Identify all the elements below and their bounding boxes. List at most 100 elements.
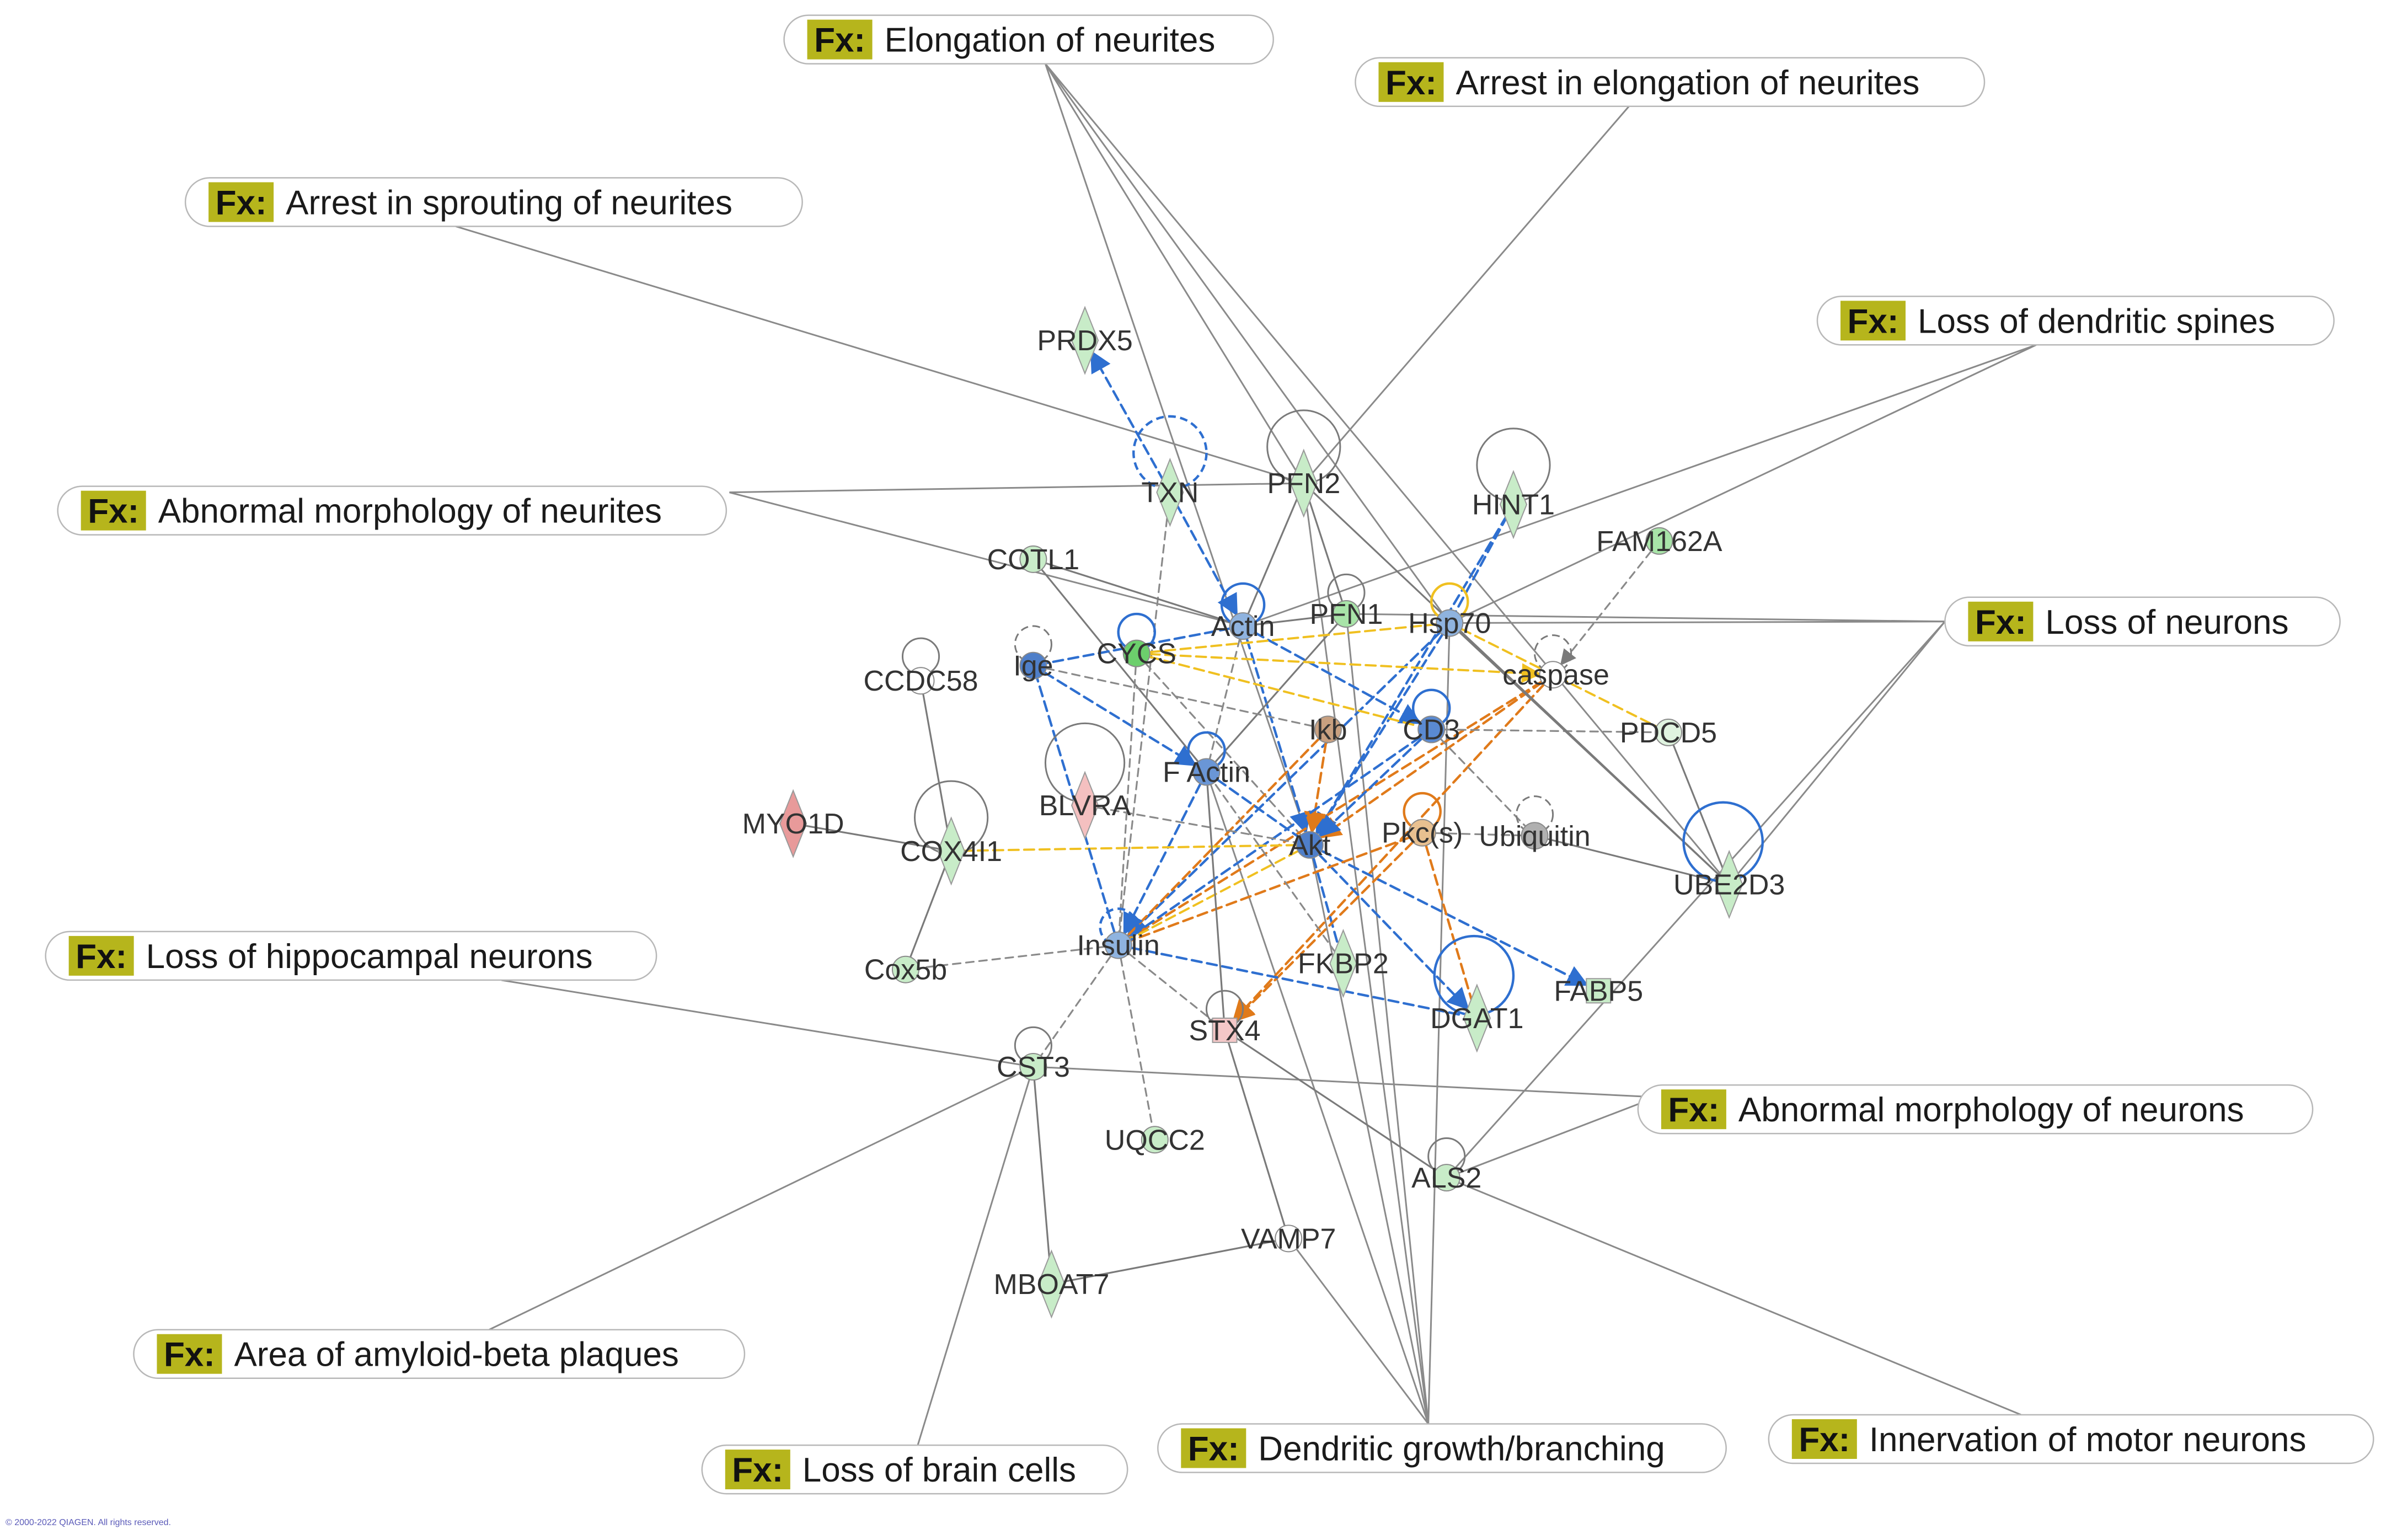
node-shape-UBE2D3 (1715, 849, 1743, 919)
node-PRDX5[interactable]: PRDX5 (1037, 306, 1133, 375)
fx-tag-text: Fx: (1847, 302, 1898, 340)
function-link-f5-PFN2 (729, 482, 1304, 494)
node-shape-STX4 (1212, 1017, 1238, 1043)
node-label-FAM162A: FAM162A (1596, 526, 1722, 558)
function-box-f1[interactable]: Fx:Elongation of neurites (783, 14, 1274, 65)
node-UQCC2[interactable]: UQCC2 (1105, 1124, 1205, 1156)
node-MBOAT7[interactable]: MBOAT7 (993, 1249, 1109, 1319)
function-link-f11-PFN2 (1303, 483, 1430, 1424)
node-ALS2[interactable]: ALS2 (1411, 1162, 1481, 1194)
node-COX4I1[interactable]: COX4I1 (900, 816, 1002, 886)
node-FABP5[interactable]: FABP5 (1554, 975, 1643, 1007)
fx-tag (725, 1450, 790, 1490)
function-link-f1-PFN2 (1045, 63, 1305, 484)
edge-Actin-Akt (1245, 637, 1311, 835)
edge-Insulin-STX4 (1127, 953, 1216, 1023)
edge-PFN1-FActin (1214, 623, 1339, 763)
node-TXN[interactable]: TXN (1141, 457, 1198, 527)
function-box-f8[interactable]: Fx:Abnormal morphology of neurons (1637, 1084, 2314, 1135)
node-BLVRA[interactable]: BLVRA (1039, 771, 1131, 840)
node-Ubiquitin[interactable]: Ubiquitin (1479, 820, 1590, 852)
node-label-CST3: CST3 (997, 1051, 1070, 1083)
node-CST3[interactable]: CST3 (997, 1051, 1070, 1083)
node-label-COTL1: COTL1 (987, 544, 1080, 576)
function-box-f6[interactable]: Fx:Loss of neurons (1944, 596, 2341, 647)
fx-tag (1968, 601, 2034, 641)
function-box-f3[interactable]: Fx:Arrest in sprouting of neurites (184, 177, 803, 227)
edge-Hsp70-CYCS (1148, 623, 1438, 654)
function-box-f4[interactable]: Fx:Loss of dendritic spines (1816, 296, 2335, 346)
node-Hsp70[interactable]: Hsp70 (1408, 608, 1491, 640)
node-CCDC58[interactable]: CCDC58 (863, 665, 978, 697)
function-label: Innervation of motor neurons (1869, 1421, 2307, 1459)
node-PDCD5[interactable]: PDCD5 (1620, 717, 1717, 749)
function-box-f11[interactable]: Fx:Dendritic growth/branching (1157, 1423, 1727, 1473)
edge-Pkc-Ubiquitin (1435, 832, 1523, 837)
fx-tag-text: Fx: (164, 1336, 215, 1374)
function-box-f2[interactable]: Fx:Arrest in elongation of neurites (1355, 57, 1986, 108)
node-Insulin[interactable]: Insulin (1077, 930, 1160, 962)
node-FKBP2[interactable]: FKBP2 (1298, 928, 1389, 998)
function-link-f10-CST3 (917, 1066, 1034, 1446)
function-link-f7-CST3 (501, 979, 1034, 1068)
node-Ige[interactable]: Ige (1013, 650, 1053, 682)
node-Cox5b[interactable]: Cox5b (864, 954, 947, 986)
edge-Ikb-Insulin (1126, 737, 1320, 937)
function-label: Elongation of neurites (885, 22, 1216, 60)
node-PFN2[interactable]: PFN2 (1267, 448, 1340, 518)
node-MYO1D[interactable]: MYO1D (742, 789, 844, 858)
node-label-BLVRA: BLVRA (1039, 790, 1131, 822)
fx-tag (1181, 1428, 1246, 1468)
node-label-DGAT1: DGAT1 (1430, 1003, 1524, 1035)
edge-PFN1-Actin (1255, 614, 1334, 625)
edge-Hsp70-Insulin (1126, 631, 1442, 938)
node-FAM162A[interactable]: FAM162A (1596, 526, 1722, 558)
function-box-f5[interactable]: Fx:Abnormal morphology of neurites (57, 485, 727, 536)
node-Ikb[interactable]: Ikb (1309, 714, 1347, 746)
edge-Ubiquitin-UBE2D3 (1547, 838, 1717, 883)
edge-caspase-Akt (1319, 681, 1544, 839)
edge-COX4I1-CCDC58 (922, 693, 950, 839)
function-box-frame (1944, 596, 2341, 647)
node-Pkc[interactable]: Pkc(s) (1382, 817, 1463, 849)
edge-CD3-Ubiquitin (1440, 738, 1527, 827)
node-label-caspase: caspase (1502, 659, 1609, 691)
edge-STX4-VAMP7 (1227, 1042, 1286, 1227)
node-STX4[interactable]: STX4 (1189, 1015, 1260, 1047)
node-shape-MBOAT7 (1037, 1249, 1066, 1319)
node-Actin[interactable]: Actin (1211, 611, 1275, 643)
node-HINT1[interactable]: HINT1 (1472, 469, 1555, 539)
function-box-f7[interactable]: Fx:Loss of hippocampal neurons (45, 931, 657, 981)
fx-tag-text: Fx: (1385, 64, 1437, 102)
node-shape-CD3 (1417, 715, 1446, 744)
node-VAMP7[interactable]: VAMP7 (1241, 1223, 1336, 1255)
node-DGAT1[interactable]: DGAT1 (1430, 983, 1524, 1053)
node-shape-PFN2 (1290, 448, 1318, 518)
node-PFN1[interactable]: PFN1 (1309, 598, 1383, 630)
function-box-f12[interactable]: Fx:Innervation of motor neurons (1768, 1414, 2374, 1464)
node-label-PDCD5: PDCD5 (1620, 717, 1717, 749)
node-Akt[interactable]: Akt (1289, 830, 1331, 862)
node-UBE2D3[interactable]: UBE2D3 (1673, 849, 1785, 919)
node-FActin[interactable]: F Actin (1163, 757, 1250, 789)
node-CD3[interactable]: CD3 (1403, 714, 1460, 746)
function-label: Arrest in sprouting of neurites (286, 184, 732, 222)
edge-caspase-Insulin (1128, 680, 1543, 940)
edge-FKBP2-FActin (1213, 782, 1337, 954)
edge-TXN-Actin (1175, 502, 1238, 617)
node-label-Akt: Akt (1289, 830, 1331, 862)
function-box-f10[interactable]: Fx:Loss of brain cells (701, 1444, 1128, 1495)
self-loop-TXN (1132, 415, 1208, 491)
edge-CYCS-Insulin (1118, 666, 1137, 933)
node-COTL1[interactable]: COTL1 (987, 544, 1080, 576)
function-box-f9[interactable]: Fx:Area of amyloid-beta plaques (133, 1329, 746, 1379)
node-shape-MYO1D (779, 789, 807, 858)
node-CYCS[interactable]: CYCS (1096, 638, 1176, 670)
node-caspase[interactable]: caspase (1502, 659, 1609, 691)
function-label: Loss of brain cells (802, 1451, 1076, 1489)
edge-Insulin-CST3 (1040, 955, 1112, 1057)
node-label-COX4I1: COX4I1 (900, 836, 1002, 868)
function-link-f11-Hsp70 (1427, 623, 1451, 1424)
fx-tag (1840, 301, 1906, 341)
node-label-Insulin: Insulin (1077, 930, 1160, 962)
